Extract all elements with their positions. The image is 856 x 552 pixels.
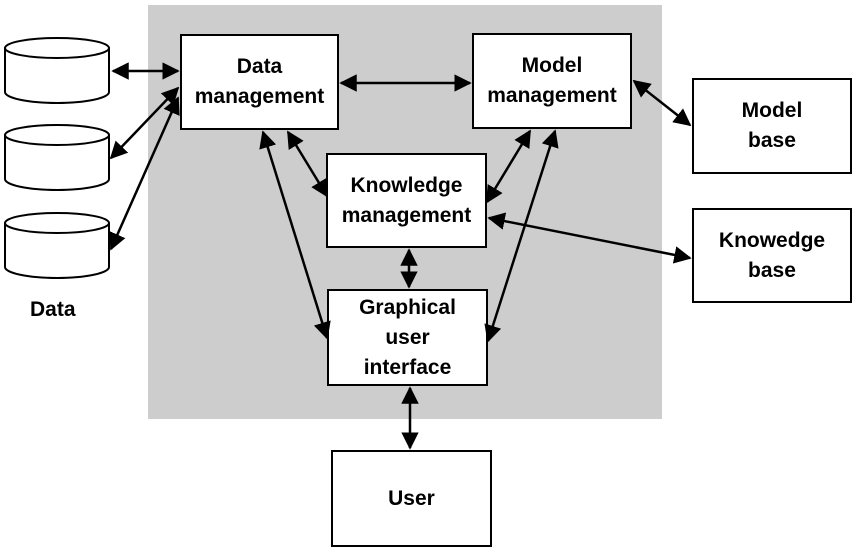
edge-data-management-to-gui [259, 130, 331, 340]
model-management-box: Model management [472, 33, 632, 129]
edge-data-management-to-knowledge-management [286, 130, 329, 198]
edge-model-management-to-gui [484, 129, 559, 343]
model-base-box: Model base [692, 78, 852, 174]
data-store-3 [4, 212, 110, 279]
knowledge-management-box: Knowledge management [326, 153, 487, 248]
data-stores-label: Data [30, 298, 76, 321]
edge-knowledge-management-to-knowledge-base [487, 212, 692, 264]
data-management-box: Data management [180, 34, 339, 130]
edge-model-management-to-knowledge-management [485, 129, 532, 204]
data-store-1 [4, 37, 110, 104]
user-box: User [331, 450, 492, 547]
knowledge-base-box: Knowedge base [692, 208, 852, 303]
edge-model-management-to-model-base [632, 79, 692, 127]
data-store-2 [4, 124, 110, 191]
edge-data-store-3-to-data-management [109, 96, 180, 251]
graphical-user-interface-box: Graphical user interface [327, 289, 488, 386]
